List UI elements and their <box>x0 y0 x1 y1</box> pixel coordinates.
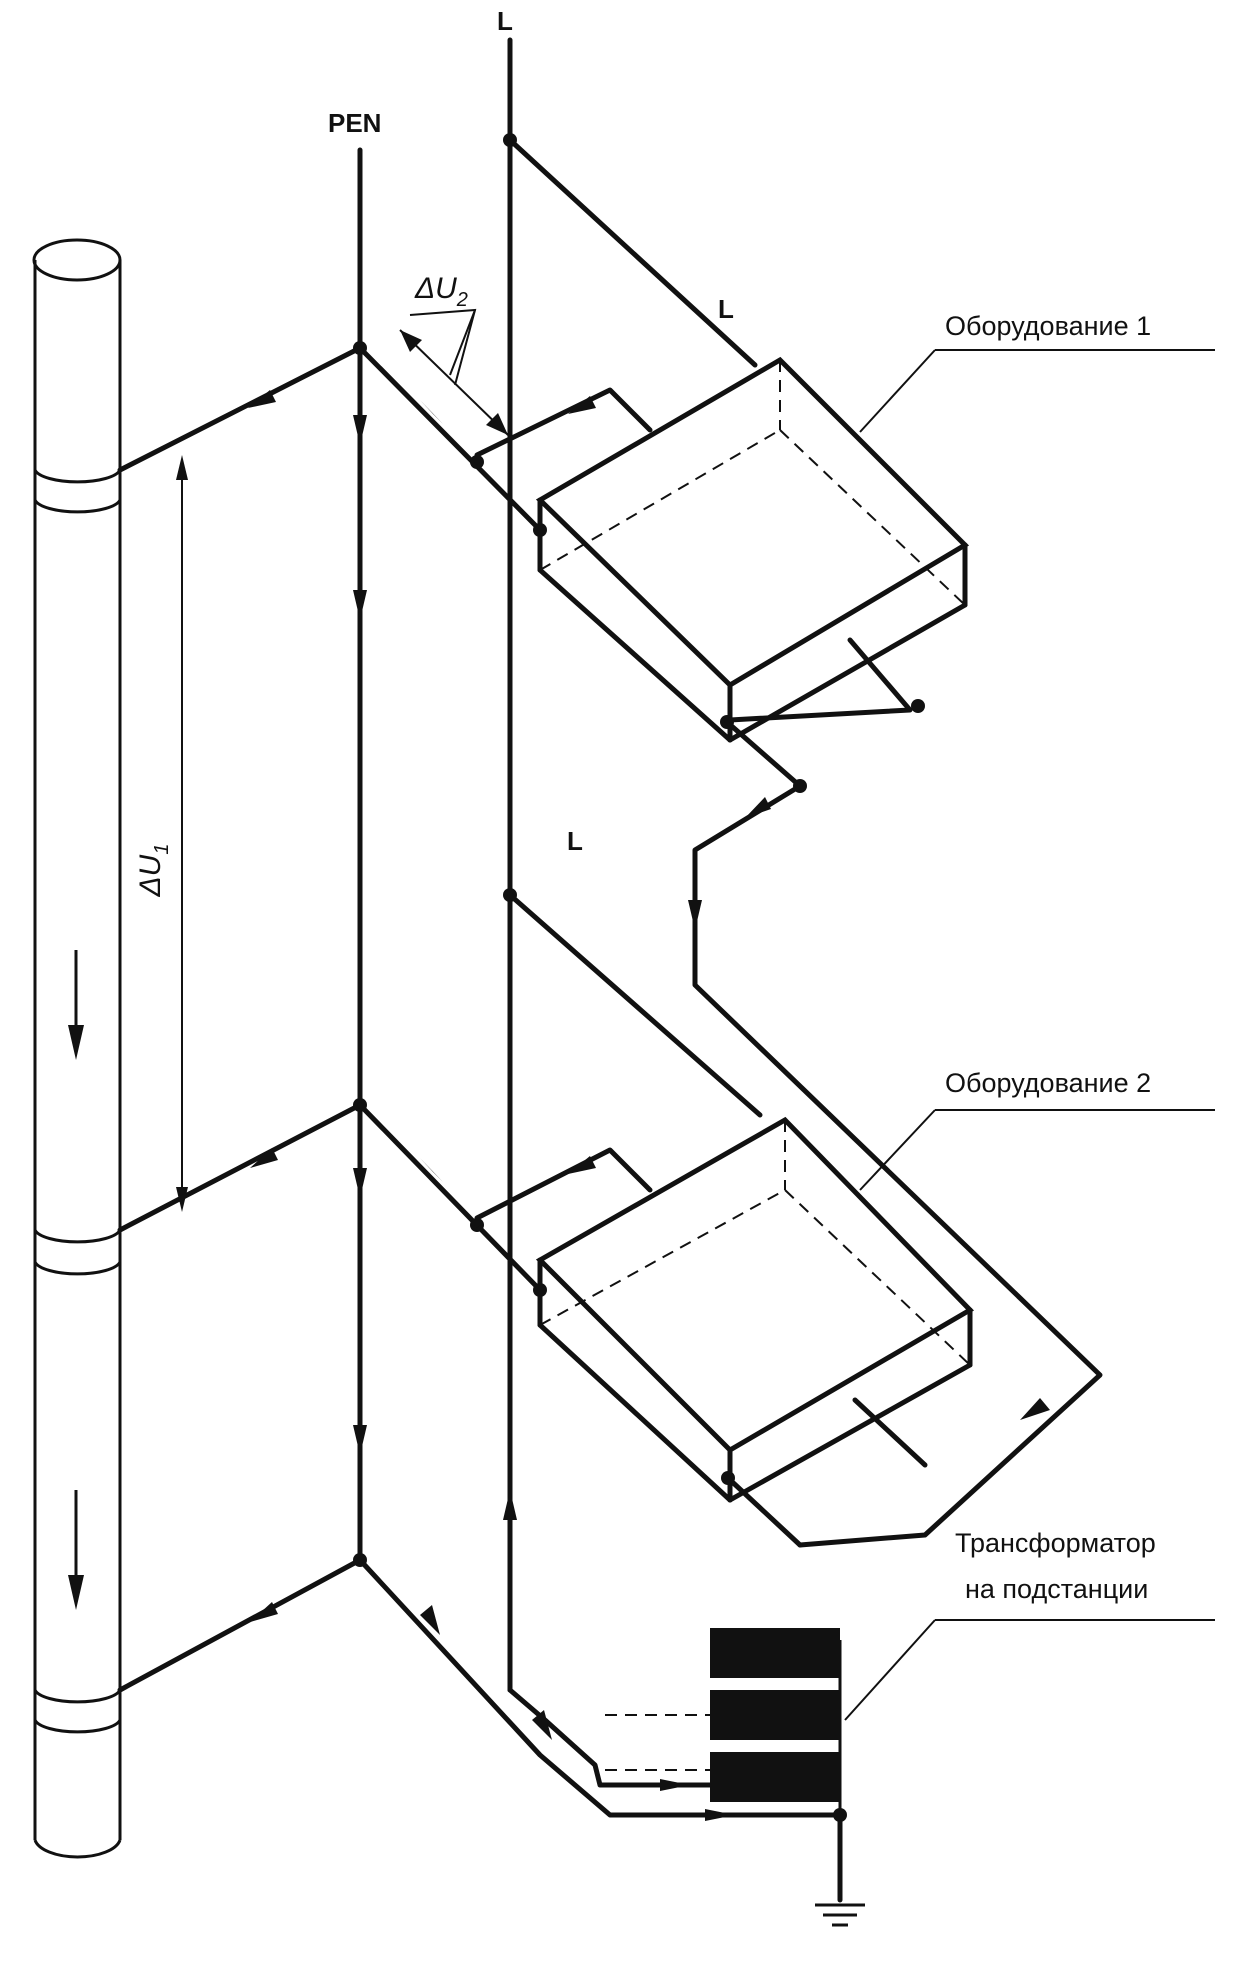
delta-u2-subscript: 2 <box>456 289 468 311</box>
equipment-1-label: Оборудование 1 <box>945 311 1151 341</box>
svg-text:ΔU2: ΔU2 <box>414 272 468 311</box>
delta-u1-symbol: ΔU <box>134 854 167 897</box>
l-middle-label: L <box>567 826 583 856</box>
pen-label: PEN <box>328 108 381 138</box>
metal-pipe <box>32 238 122 1859</box>
transformer-label-line2: на подстанции <box>965 1574 1148 1604</box>
pipe-current-arrow <box>68 1490 84 1610</box>
delta-u2-symbol: ΔU <box>414 272 457 305</box>
svg-text:ΔU1: ΔU1 <box>134 844 173 898</box>
delta-u1-dimension: ΔU1 <box>134 455 188 1212</box>
equipment-1-box: Оборудование 1 <box>535 311 1215 743</box>
equipment-2-box: Оборудование 2 <box>535 1068 1215 1548</box>
line-conductor: L L L <box>497 6 763 1791</box>
l-upper-branch-label: L <box>718 294 734 324</box>
equipment-interconnect <box>688 637 1103 1548</box>
transformer: Трансформатор на подстанции <box>605 1528 1215 1927</box>
pen-conductor: PEN <box>117 108 843 1821</box>
transformer-label-line1: Трансформатор <box>955 1528 1156 1558</box>
delta-u1-subscript: 1 <box>151 844 173 855</box>
pipe-current-arrow <box>68 950 84 1060</box>
l-top-label: L <box>497 6 513 36</box>
equipment-2-label: Оборудование 2 <box>945 1068 1151 1098</box>
delta-u2-dimension: ΔU2 <box>399 272 509 436</box>
